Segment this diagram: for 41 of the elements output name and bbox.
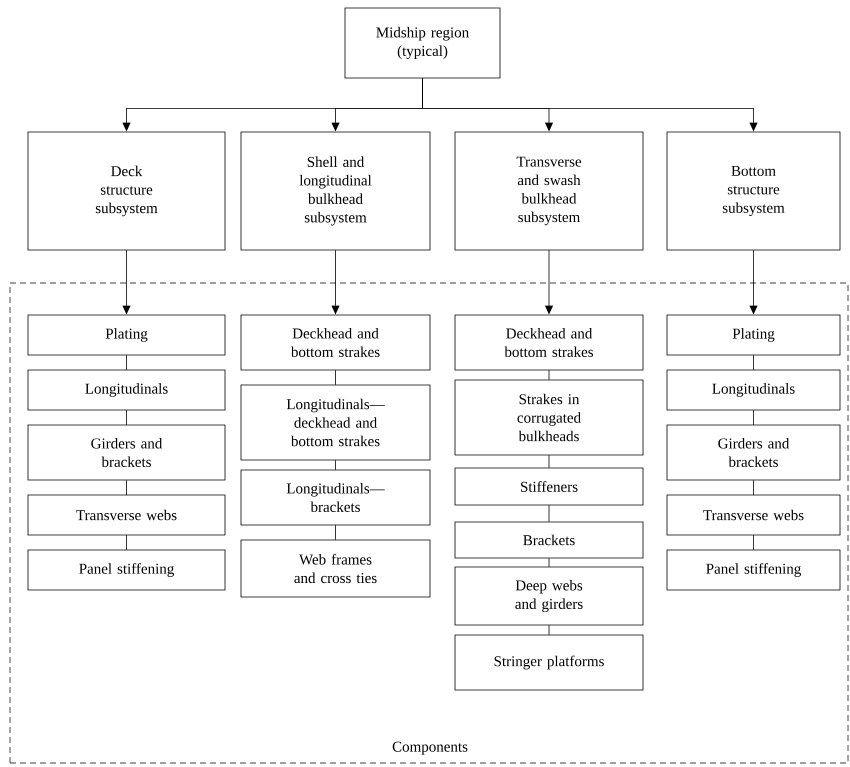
connector-line	[335, 370, 336, 385]
connector-line	[753, 354, 754, 370]
subsystem-box: Transverse and swash bulkhead subsystem	[454, 132, 644, 250]
connector-line	[335, 460, 336, 470]
component-box: Transverse webs	[28, 494, 226, 536]
connector-line	[335, 524, 336, 540]
connector-line	[548, 624, 550, 635]
connector-line	[548, 454, 550, 468]
connector-line	[126, 534, 127, 550]
component-box: Brackets	[454, 522, 644, 558]
connector-line	[126, 480, 127, 495]
connector-line	[548, 504, 550, 522]
region-box: Midship region (typical)	[344, 8, 500, 78]
connector-line	[753, 534, 754, 550]
subsystem-box: Shell and longitudinal bulkhead subsystem	[240, 132, 430, 250]
component-box: Transverse webs	[666, 494, 840, 536]
component-box: Web frames and cross ties	[240, 540, 430, 598]
component-box: Plating	[666, 314, 840, 356]
connector-line	[126, 410, 127, 425]
component-box: Girders and brackets	[666, 424, 840, 480]
component-box: Deckhead and bottom strakes	[240, 314, 430, 370]
subsystem-box: Deck structure subsystem	[28, 132, 226, 250]
component-box: Plating	[28, 314, 226, 356]
component-box: Longitudinals— deckhead and bottom strakes	[240, 384, 430, 460]
component-box: Girders and brackets	[28, 424, 226, 480]
component-box: Deckhead and bottom strakes	[454, 314, 644, 370]
component-box: Panel stiffening	[666, 550, 840, 590]
connector-line	[753, 410, 754, 425]
component-box: Longitudinals— brackets	[240, 470, 430, 526]
component-box: Strakes in corrugated bulkheads	[454, 380, 644, 456]
component-box: Deep webs and girders	[454, 566, 644, 626]
component-box: Longitudinals	[666, 370, 840, 410]
connector-line	[753, 480, 754, 495]
subsystem-box: Bottom structure subsystem	[666, 132, 840, 250]
connector-line	[126, 354, 127, 370]
connector-line	[548, 370, 550, 380]
connector-line	[548, 558, 550, 567]
component-box: Panel stiffening	[28, 550, 226, 590]
component-box: Stiffeners	[454, 468, 644, 506]
component-box: Longitudinals	[28, 370, 226, 410]
component-box: Stringer platforms	[454, 634, 644, 690]
